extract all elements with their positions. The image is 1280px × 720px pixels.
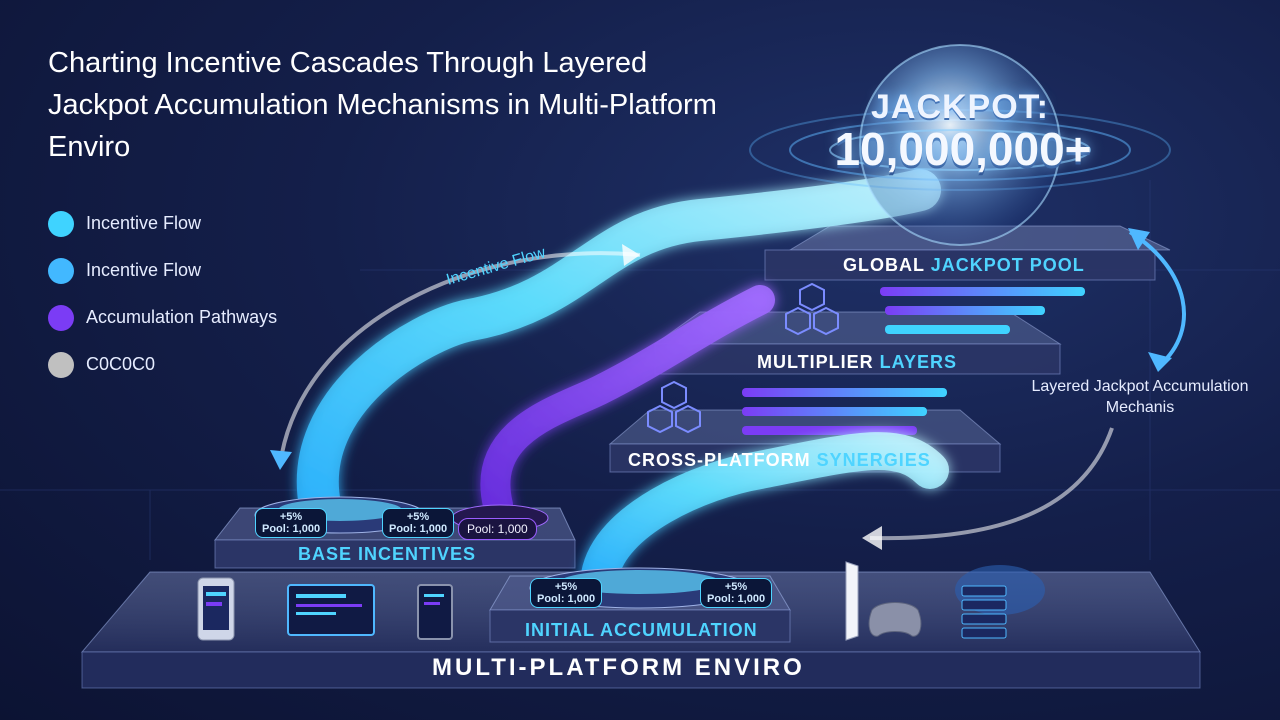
platform-multiplier — [653, 311, 1062, 375]
badge-percent: +5% — [406, 511, 430, 523]
accumulation-pathway — [480, 285, 775, 520]
layer-label-part: LAYERS — [879, 352, 958, 372]
badge-percent: +5% — [724, 581, 748, 593]
layer-label-part: CROSS-PLATFORM — [628, 450, 811, 470]
global-layer-bars — [880, 287, 1085, 334]
jackpot-orb — [749, 44, 1171, 246]
hex-cluster-lower — [647, 380, 701, 434]
layer-label-initial-accumulation: INITIAL ACCUMULATION — [525, 620, 758, 640]
layer-label-cross-platform-synergies: CROSS-PLATFORM SYNERGIES — [628, 450, 931, 471]
badge-percent: +5% — [554, 581, 578, 593]
badge-pool: Pool: 1,000 — [707, 593, 766, 605]
layer-label-part: JACKPOT POOL — [930, 255, 1085, 275]
game-console-icon — [845, 561, 922, 641]
initial-badge-left: +5% Pool: 1,000 — [530, 578, 603, 608]
purple-pool-badge: Pool: 1,000 — [458, 518, 537, 540]
legend-item-incentive-flow-2: Incentive Flow — [48, 247, 277, 294]
initial-badge-right: +5% Pool: 1,000 — [700, 578, 773, 608]
base-badge-left: +5% Pool: 1,000 — [255, 508, 328, 538]
legend-swatch — [48, 210, 74, 237]
layer-label-base-incentives: BASE INCENTIVES — [298, 544, 477, 564]
legend: Incentive Flow Incentive Flow Accumulati… — [48, 200, 277, 388]
hex-cluster-upper — [785, 282, 839, 336]
badge-pool: Pool: 1,000 — [262, 523, 321, 535]
layer-label-part: MULTIPLIER — [757, 352, 874, 372]
incentive-flows — [296, 169, 949, 594]
legend-label: Incentive Flow — [86, 260, 202, 280]
jackpot-label: JACKPOT: — [870, 88, 1050, 126]
smartphone-icon — [197, 577, 235, 641]
badge-pool: Pool: 1,000 — [537, 593, 596, 605]
layered-mechanism-annotation: Layered Jackpot Accumulation Mechanis — [1031, 378, 1249, 416]
page-title: Charting Incentive Cascades Through Laye… — [48, 47, 717, 163]
legend-item-incentive-flow-1: Incentive Flow — [48, 200, 277, 247]
legend-swatch — [48, 304, 74, 331]
flow-arrows — [270, 228, 1186, 550]
monitor-icon — [287, 584, 375, 636]
legend-item-accumulation-pathways: Accumulation Pathways — [48, 294, 277, 341]
jackpot-amount: 10,000,000+ — [834, 123, 1092, 175]
server-cloud-icon — [955, 565, 1045, 639]
layer-label-part: GLOBAL — [843, 255, 925, 275]
layer-label-multiplier-layers: MULTIPLIER LAYERS — [757, 352, 957, 373]
layer-label-global-jackpot-pool: GLOBAL JACKPOT POOL — [843, 255, 1085, 276]
tablet-icon — [417, 584, 453, 640]
legend-item-c0c0c0: C0C0C0 — [48, 341, 277, 388]
legend-label: Accumulation Pathways — [86, 307, 278, 327]
legend-label: C0C0C0 — [86, 354, 156, 374]
cross-layer-bars — [742, 388, 947, 435]
legend-label: Incentive Flow — [86, 213, 202, 233]
legend-swatch — [48, 257, 74, 284]
layer-label-multi-platform-enviro: MULTI-PLATFORM ENVIRO — [432, 654, 805, 681]
badge-pool: Pool: 1,000 — [389, 523, 448, 535]
badge-percent: +5% — [279, 511, 303, 523]
base-badge-right: +5% Pool: 1,000 — [382, 508, 455, 538]
legend-swatch — [48, 351, 74, 378]
layer-label-part: SYNERGIES — [816, 450, 931, 470]
